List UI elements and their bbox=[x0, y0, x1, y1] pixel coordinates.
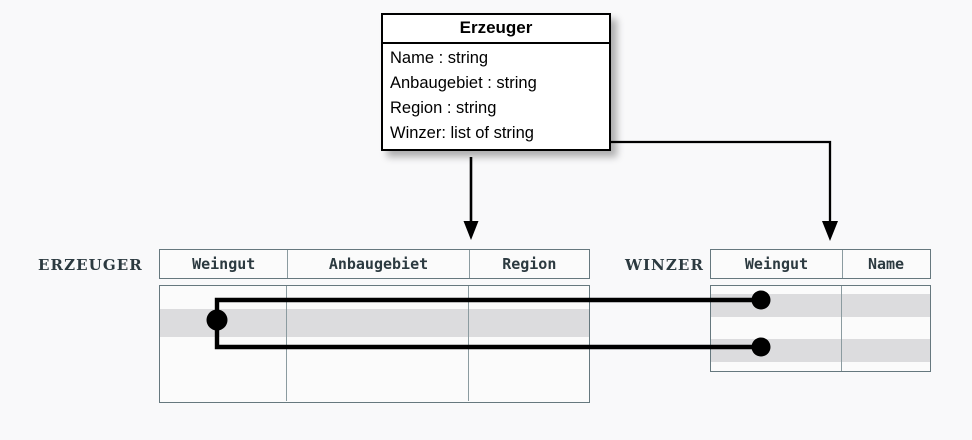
table-row bbox=[160, 337, 589, 367]
table-cell bbox=[287, 337, 469, 367]
table-row bbox=[160, 309, 589, 337]
table-row bbox=[160, 286, 589, 309]
uml-attribute-list: Name : string Anbaugebiet : string Regio… bbox=[383, 44, 609, 149]
table-cell bbox=[160, 337, 287, 367]
relation-header-erzeuger: Weingut Anbaugebiet Region bbox=[159, 249, 590, 279]
uml-attribute-winzer: Winzer: list of string bbox=[390, 123, 534, 142]
table-cell bbox=[160, 367, 287, 401]
table-cell bbox=[711, 286, 842, 294]
table-cell bbox=[469, 337, 588, 367]
table-cell bbox=[711, 362, 842, 371]
table-cell bbox=[842, 286, 928, 294]
relation-body-erzeuger bbox=[159, 285, 590, 403]
column-header-weingut: Weingut bbox=[711, 250, 843, 278]
table-cell bbox=[711, 339, 842, 362]
uml-attribute-region: Region : string bbox=[390, 98, 497, 117]
uml-class-box: Erzeuger Name : string Anbaugebiet : str… bbox=[381, 13, 611, 151]
table-cell bbox=[160, 286, 287, 309]
table-cell bbox=[842, 294, 928, 317]
table-cell bbox=[287, 286, 469, 309]
table-row bbox=[160, 367, 589, 401]
relation-label-erzeuger: ERZEUGER bbox=[38, 256, 143, 274]
arrow-class-to-winzer bbox=[605, 140, 838, 241]
column-header-name: Name bbox=[867, 255, 905, 273]
table-row bbox=[711, 286, 930, 294]
uml-attribute-anbaugebiet: Anbaugebiet : string bbox=[390, 73, 537, 92]
table-row bbox=[711, 294, 930, 317]
table-cell bbox=[469, 286, 588, 309]
uml-class-name: Erzeuger bbox=[383, 15, 609, 44]
table-cell bbox=[287, 309, 469, 337]
table-cell bbox=[842, 339, 928, 362]
table-cell bbox=[160, 309, 287, 337]
relation-body-winzer bbox=[710, 285, 931, 372]
table-row bbox=[711, 339, 930, 362]
arrow-class-to-erzeuger bbox=[463, 157, 479, 240]
table-cell bbox=[711, 294, 842, 317]
column-header-anbaugebiet: Anbaugebiet bbox=[288, 250, 470, 278]
table-cell bbox=[711, 317, 842, 339]
table-cell bbox=[469, 309, 588, 337]
table-cell bbox=[842, 317, 928, 339]
column-header-region: Region bbox=[502, 255, 557, 273]
table-cell bbox=[287, 367, 469, 401]
table-cell bbox=[469, 367, 588, 401]
table-cell bbox=[842, 362, 928, 371]
relation-label-winzer: WINZER bbox=[625, 256, 705, 274]
table-row bbox=[711, 362, 930, 371]
uml-attribute-name: Name : string bbox=[390, 48, 489, 67]
table-row bbox=[711, 317, 930, 339]
column-header-weingut: Weingut bbox=[160, 250, 289, 278]
relation-header-winzer: Weingut Name bbox=[710, 249, 931, 279]
